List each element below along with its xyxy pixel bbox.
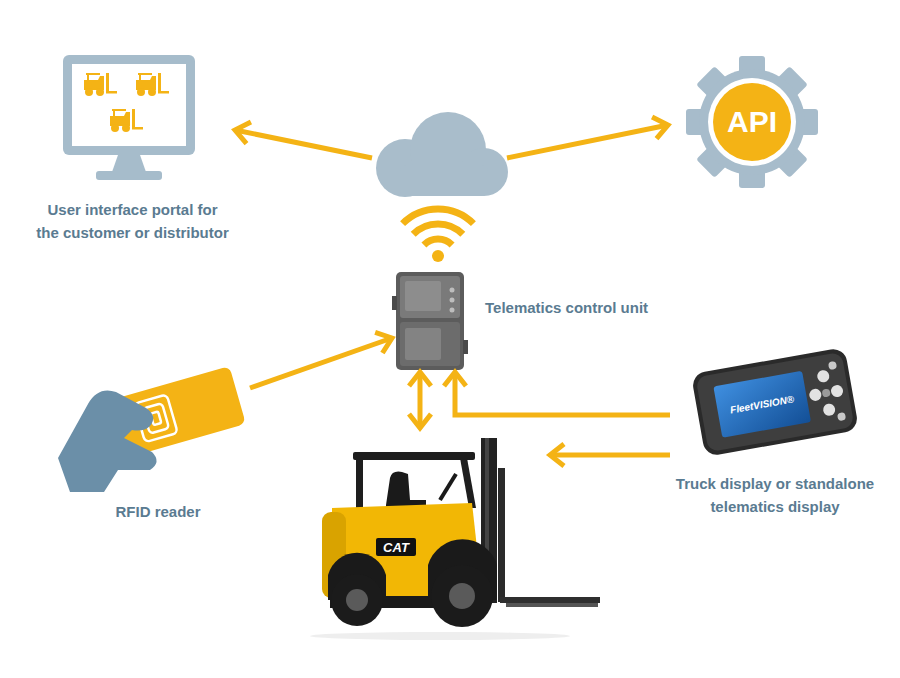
button	[830, 384, 844, 398]
monitor-screen	[72, 64, 186, 146]
wheel-hub	[449, 583, 475, 609]
guard-post	[356, 458, 363, 513]
telematics-control-unit: Telematics control unit	[392, 268, 662, 372]
connector-arrow	[507, 117, 668, 158]
connector-line	[250, 338, 392, 388]
brand-logo: CAT	[376, 538, 416, 556]
forklift-icon	[84, 73, 117, 96]
seat	[386, 472, 426, 508]
button	[837, 412, 846, 421]
connector-line	[418, 372, 423, 428]
telematics-display: FleetVISION® Truck display or standalone …	[670, 350, 880, 525]
gear-center	[713, 83, 791, 161]
gear-icon	[686, 56, 818, 188]
wheel-hub	[346, 589, 368, 611]
screen-logo: FleetVISION®	[716, 388, 807, 419]
rfid-card-hand	[58, 366, 246, 492]
device-led	[450, 298, 455, 303]
display-body	[691, 347, 859, 457]
gear-body	[699, 69, 805, 175]
api-text: API	[712, 102, 792, 142]
wifi-dot	[432, 250, 444, 262]
guard-post	[460, 458, 476, 508]
device-cover	[400, 322, 460, 366]
connector-arrow	[235, 122, 372, 158]
api-gear: API	[668, 55, 836, 190]
arrowhead	[409, 414, 431, 428]
arrowhead	[409, 372, 431, 386]
monitor-base	[96, 171, 162, 180]
arrowhead	[652, 117, 668, 139]
connector-line	[455, 372, 670, 415]
wifi-symbol	[403, 209, 474, 262]
fork	[500, 597, 600, 603]
cloud-shape	[400, 165, 488, 196]
cloud	[372, 112, 507, 198]
forklift: CAT	[320, 428, 550, 638]
button	[816, 369, 830, 383]
cloud-icon	[376, 112, 508, 197]
rear-wheel	[331, 574, 383, 626]
device-tab	[392, 296, 397, 310]
hand	[58, 391, 157, 493]
monitor-stand	[112, 155, 146, 172]
control-unit-device	[392, 272, 468, 370]
forklift-icon	[136, 73, 169, 96]
device-led	[450, 288, 455, 293]
monitor-frame	[63, 55, 195, 155]
portal-monitor: User interface portal for the customer o…	[30, 52, 235, 247]
forklift-icon	[110, 109, 143, 132]
shadow	[310, 632, 570, 640]
display-screen	[713, 371, 811, 438]
wifi-arc	[413, 224, 463, 234]
fork	[506, 603, 598, 607]
connector-arrow	[550, 444, 670, 466]
device-panel	[405, 328, 441, 360]
arrowhead	[375, 332, 392, 353]
node-label: User interface portal for the customer o…	[35, 198, 230, 244]
overhead-guard	[353, 452, 475, 460]
brand-badge	[376, 538, 416, 556]
wifi-arc	[424, 239, 452, 245]
node-label: RFID reader	[68, 500, 248, 523]
monitor-icon	[63, 55, 195, 180]
arrowhead	[235, 122, 251, 144]
button	[828, 361, 837, 370]
device-led	[450, 308, 455, 313]
button	[808, 388, 822, 402]
connector-line	[235, 130, 372, 158]
fork-carriage	[498, 468, 505, 602]
gear-ring	[708, 78, 796, 166]
arrowhead	[444, 372, 466, 386]
device-panel	[405, 281, 441, 311]
steering	[440, 474, 456, 500]
node-label: Truck display or standalone telematics d…	[670, 472, 880, 518]
connector-line	[550, 453, 670, 458]
button	[822, 403, 836, 417]
connector-arrow	[409, 372, 431, 428]
device-housing	[396, 272, 464, 370]
display-device	[691, 347, 859, 457]
arrowhead	[550, 444, 564, 466]
forklift-illustration	[310, 438, 600, 640]
front-wheel	[431, 565, 493, 627]
display-bezel	[696, 352, 855, 453]
connector-line	[507, 125, 668, 158]
node-label: Telematics control unit	[485, 296, 648, 319]
connector-arrow	[250, 332, 392, 388]
button	[822, 388, 831, 397]
rfid-reader: RFID reader	[50, 372, 250, 524]
device-cover	[400, 276, 460, 318]
device-tab	[463, 340, 468, 354]
connector-arrow	[444, 372, 670, 415]
